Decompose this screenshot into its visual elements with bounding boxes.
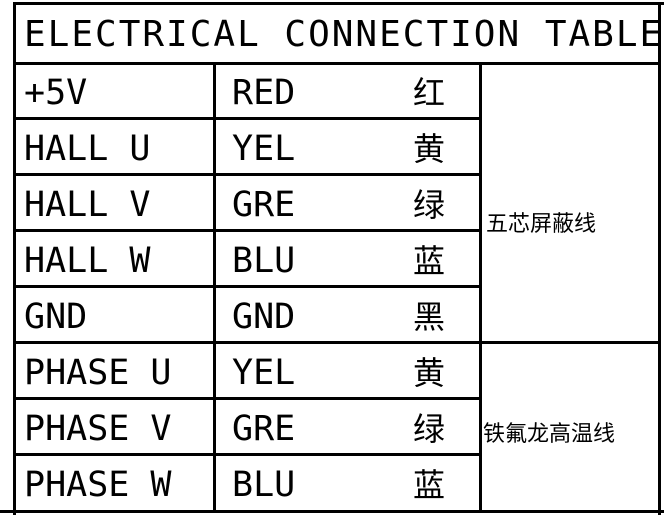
wire-color-code: GND bbox=[232, 297, 296, 337]
signal-cell: GND bbox=[24, 297, 88, 337]
row-sep-2 bbox=[13, 173, 481, 176]
row-sep-5 bbox=[13, 341, 661, 344]
signal-cell: PHASE V bbox=[24, 409, 172, 449]
wire-color-cn: 黑 bbox=[413, 298, 446, 336]
wire-color-code: GRE bbox=[232, 185, 296, 225]
signal-cell: HALL V bbox=[24, 185, 151, 225]
wire-color-cn: 黄 bbox=[413, 130, 446, 168]
frame-right bbox=[658, 2, 661, 515]
wire-color-cn: 红 bbox=[413, 74, 446, 112]
signal-cell: +5V bbox=[24, 73, 88, 113]
title-divider bbox=[13, 62, 661, 65]
frame-top bbox=[13, 2, 664, 5]
wire-color-cn: 黄 bbox=[413, 354, 446, 392]
wire-color-code: BLU bbox=[232, 241, 296, 281]
wire-color-code: GRE bbox=[232, 409, 296, 449]
frame-left bbox=[13, 2, 16, 515]
wire-color-code: BLU bbox=[232, 465, 296, 505]
cable-group-label: 铁氟龙高温线 bbox=[483, 422, 616, 447]
row-sep-6 bbox=[13, 397, 481, 400]
table-title: ELECTRICAL CONNECTION TABLE bbox=[24, 14, 664, 55]
cable-group-label: 五芯屏蔽线 bbox=[486, 212, 597, 237]
wire-color-cn: 绿 bbox=[413, 410, 446, 448]
row-sep-1 bbox=[13, 117, 481, 120]
row-sep-3 bbox=[13, 229, 481, 232]
signal-cell: HALL W bbox=[24, 241, 151, 281]
frame-bottom bbox=[0, 510, 664, 513]
wire-color-code: YEL bbox=[232, 353, 296, 393]
wire-color-code: YEL bbox=[232, 129, 296, 169]
signal-cell: PHASE W bbox=[24, 465, 172, 505]
signal-cell: PHASE U bbox=[24, 353, 172, 393]
row-sep-4 bbox=[13, 285, 481, 288]
wire-color-code: RED bbox=[232, 73, 296, 113]
wire-color-cn: 绿 bbox=[413, 186, 446, 224]
signal-cell: HALL U bbox=[24, 129, 151, 169]
wire-color-cn: 蓝 bbox=[413, 242, 446, 280]
wire-color-cn: 蓝 bbox=[413, 466, 446, 504]
row-sep-7 bbox=[13, 453, 481, 456]
